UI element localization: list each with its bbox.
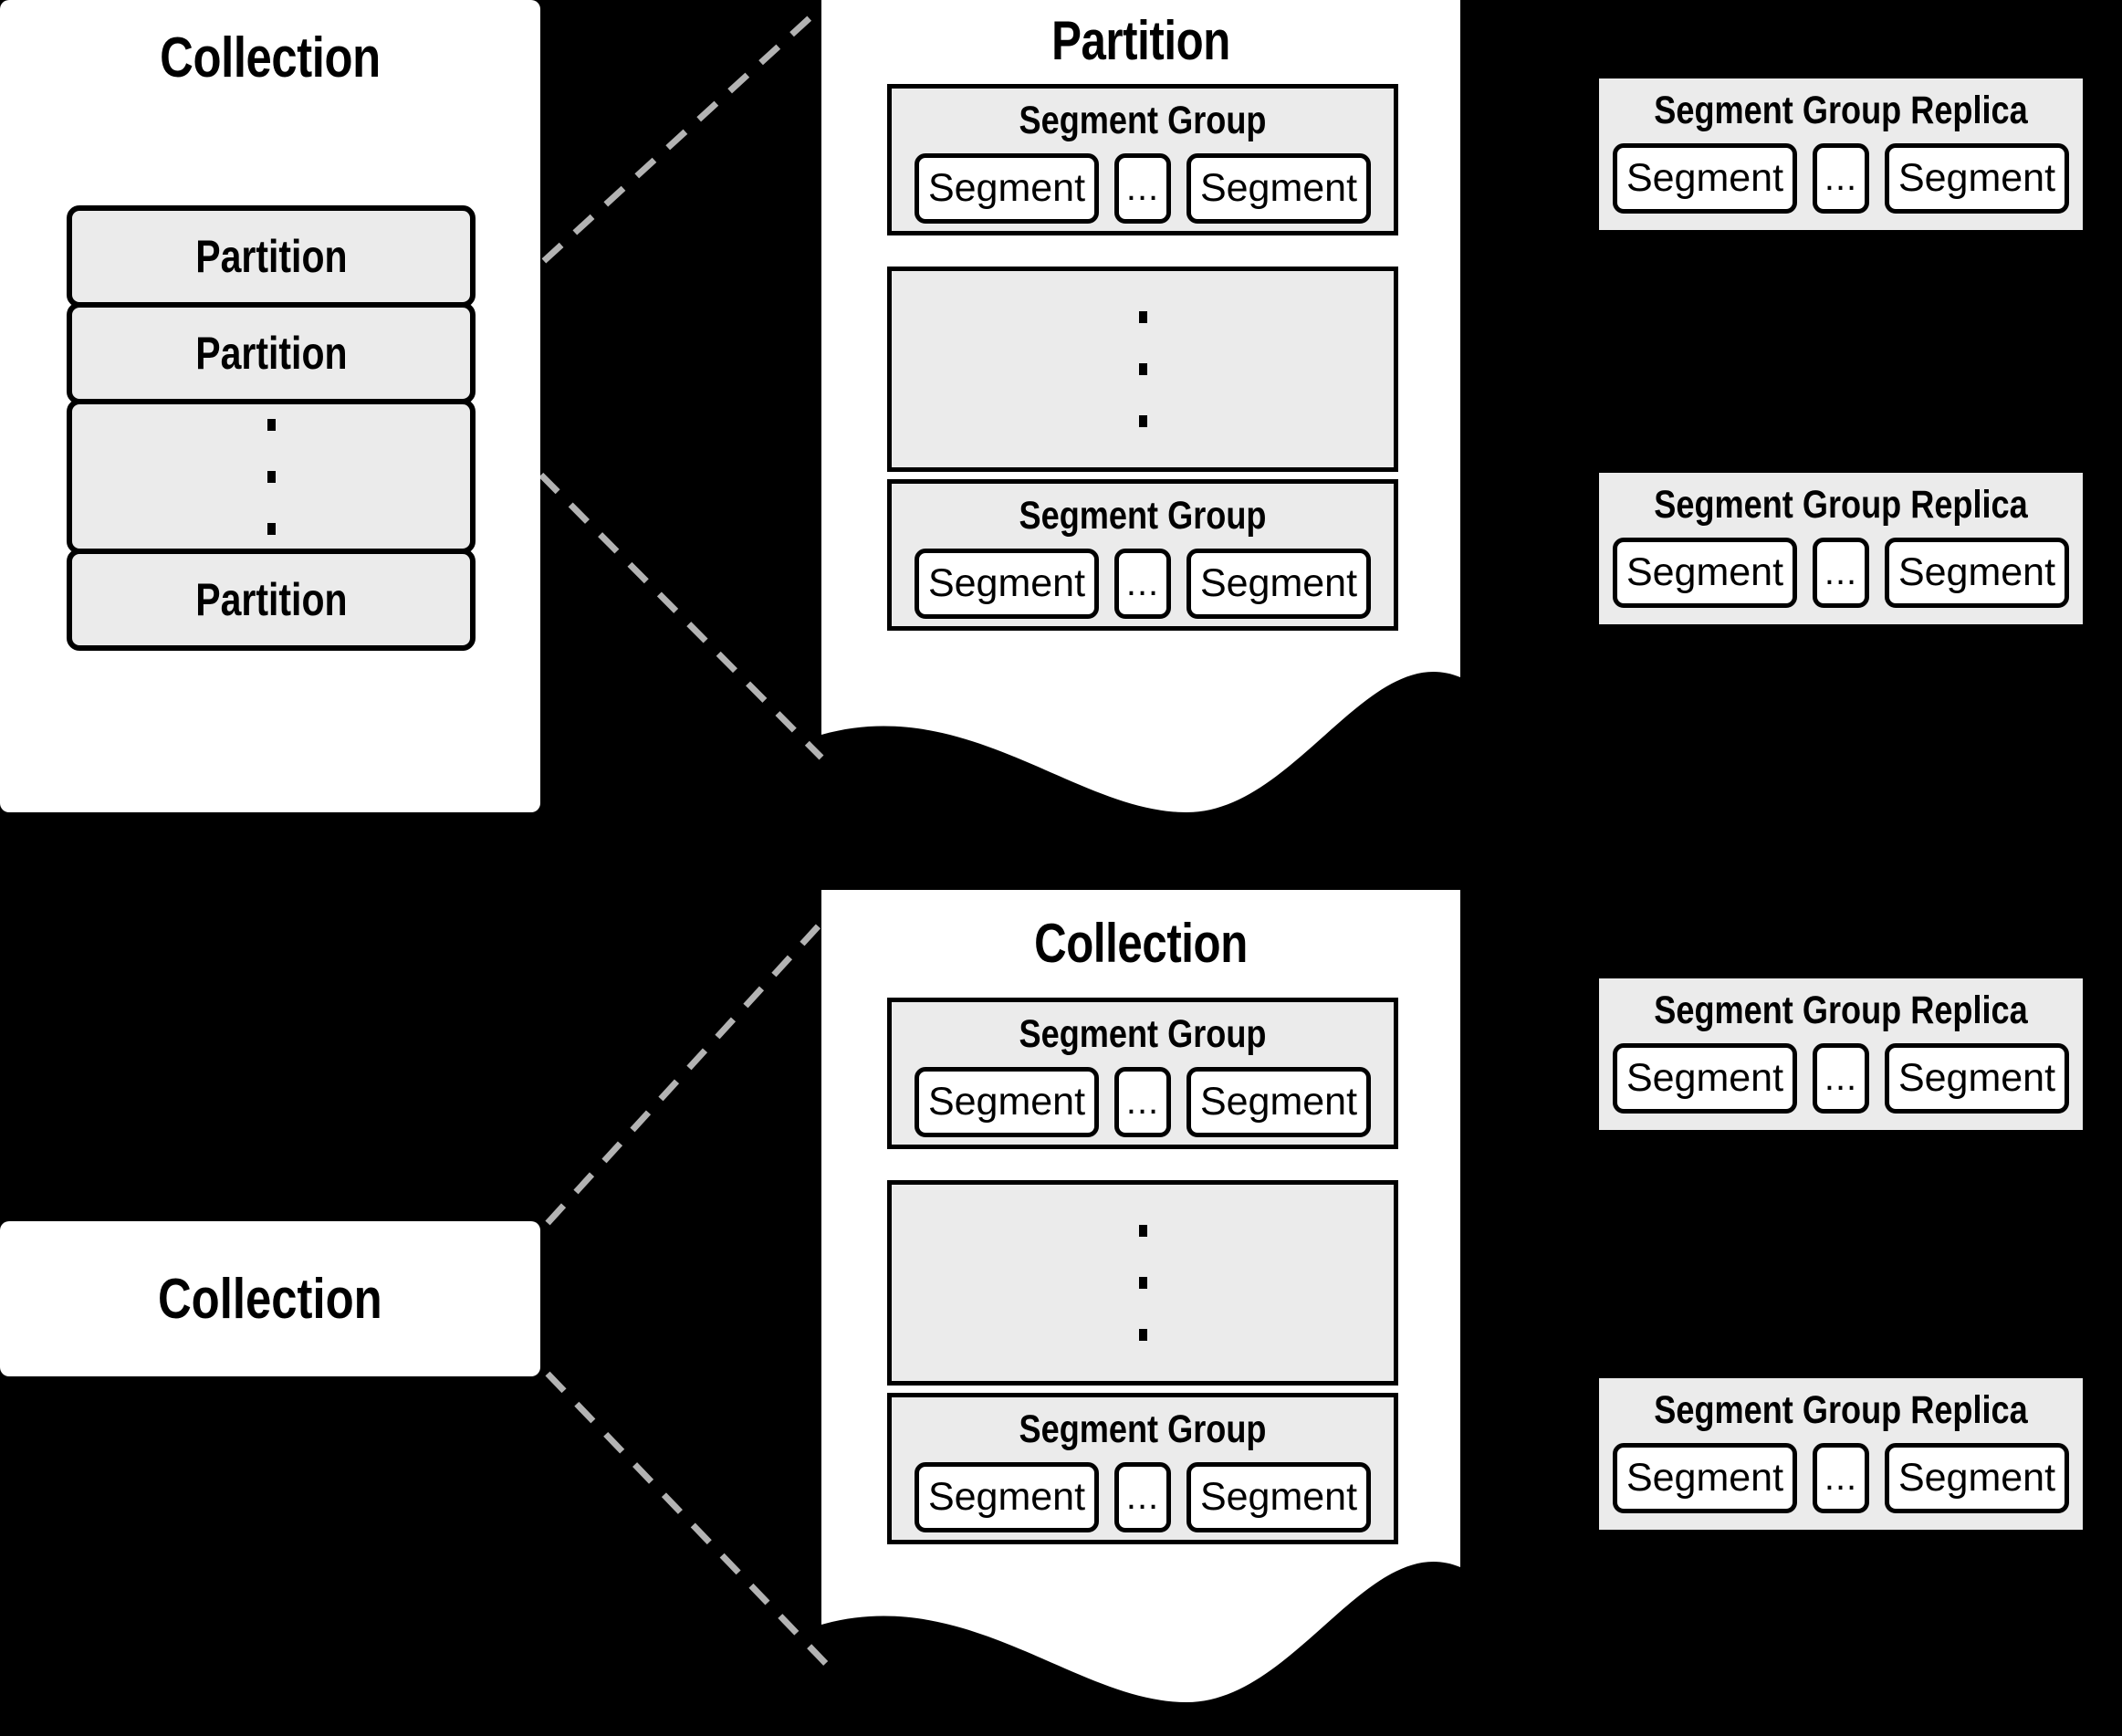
segment-group-replica[interactable]: Segment Group Replica Segment ... Segmen… [1599,78,2083,230]
collection-panel: Collection Partition Partition Partition [0,0,540,812]
vertical-ellipsis-icon [267,418,276,535]
segment-group[interactable]: Segment Group Segment ... Segment [887,84,1398,235]
segment-ellipsis-box: ... [1114,549,1171,619]
segment-row: Segment ... Segment [892,549,1394,619]
segment-box[interactable]: Segment [1613,538,1797,608]
segment-group-replica-title: Segment Group Replica [1654,89,2028,132]
segment-group[interactable]: Segment Group Segment ... Segment [887,1393,1398,1544]
segment-box[interactable]: Segment [915,1462,1099,1532]
segment-box[interactable]: Segment [915,153,1099,224]
segment-group[interactable]: Segment Group Segment ... Segment [887,479,1398,631]
segment-group-replica-title: Segment Group Replica [1654,988,2028,1032]
collection-detail-title: Collection [1034,913,1248,974]
segment-box[interactable]: Segment [1613,1443,1797,1513]
segment-box[interactable]: Segment [1186,549,1371,619]
connector-collection-top [545,910,833,1226]
partition-row[interactable]: Partition [67,549,476,651]
segment-row: Segment ... Segment [892,1462,1394,1532]
collection-panel-title: Collection [160,26,381,89]
segment-row: Segment ... Segment [892,153,1394,224]
collection-node[interactable]: Collection [0,1221,540,1376]
segment-ellipsis-box: ... [1813,143,1869,214]
partition-panel-title: Partition [1051,10,1230,71]
segment-box[interactable]: Segment [1613,143,1797,214]
segment-group-replica[interactable]: Segment Group Replica Segment ... Segmen… [1599,978,2083,1130]
partition-detail-content: Partition Segment Group Segment ... Segm… [821,0,1460,821]
segment-box[interactable]: Segment [1885,143,2069,214]
partition-label: Partition [194,231,348,282]
segment-group-replica-title: Segment Group Replica [1654,483,2028,527]
segment-box[interactable]: Segment [1186,153,1371,224]
segment-ellipsis-box: ... [1114,1462,1171,1532]
segment-box[interactable]: Segment [1885,1043,2069,1114]
collection-detail-content: Collection Segment Group Segment ... Seg… [821,890,1460,1736]
segment-ellipsis-box: ... [1813,1043,1869,1114]
segment-group-title: Segment Group [1019,494,1267,538]
segment-row: Segment ... Segment [892,1067,1394,1137]
partition-row[interactable]: Partition [67,302,476,404]
partition-row-ellipsis [67,399,476,554]
segment-row: Segment ... Segment [1599,1443,2083,1513]
segment-box[interactable]: Segment [1186,1067,1371,1137]
segment-row: Segment ... Segment [1599,143,2083,214]
connector-collection-bottom [545,1371,833,1671]
segment-group-title: Segment Group [1019,99,1267,142]
segment-ellipsis-box: ... [1813,538,1869,608]
partition-label: Partition [194,328,348,379]
segment-group[interactable]: Segment Group Segment ... Segment [887,998,1398,1149]
segment-row: Segment ... Segment [1599,1043,2083,1114]
segment-group-replica-title: Segment Group Replica [1654,1388,2028,1432]
segment-group-replica[interactable]: Segment Group Replica Segment ... Segmen… [1599,473,2083,624]
vertical-ellipsis-icon [1138,311,1147,427]
segment-group-title: Segment Group [1019,1012,1267,1056]
collection-node-label: Collection [158,1267,382,1331]
segment-box[interactable]: Segment [1885,1443,2069,1513]
segment-ellipsis-box: ... [1813,1443,1869,1513]
segment-box[interactable]: Segment [915,1067,1099,1137]
segment-group-ellipsis-block [887,1180,1398,1386]
vertical-ellipsis-icon [1138,1225,1147,1341]
segment-box[interactable]: Segment [1613,1043,1797,1114]
segment-group-title: Segment Group [1019,1407,1267,1451]
segment-box[interactable]: Segment [1885,538,2069,608]
connector-partition-top [479,5,824,320]
segment-ellipsis-box: ... [1114,1067,1171,1137]
segment-group-ellipsis-block [887,267,1398,472]
partition-label: Partition [194,574,348,625]
partition-list: Partition Partition Partition [67,205,476,651]
segment-ellipsis-box: ... [1114,153,1171,224]
segment-box[interactable]: Segment [1186,1462,1371,1532]
partition-row[interactable]: Partition [67,205,476,308]
segment-group-replica[interactable]: Segment Group Replica Segment ... Segmen… [1599,1378,2083,1530]
segment-row: Segment ... Segment [1599,538,2083,608]
segment-box[interactable]: Segment [915,549,1099,619]
